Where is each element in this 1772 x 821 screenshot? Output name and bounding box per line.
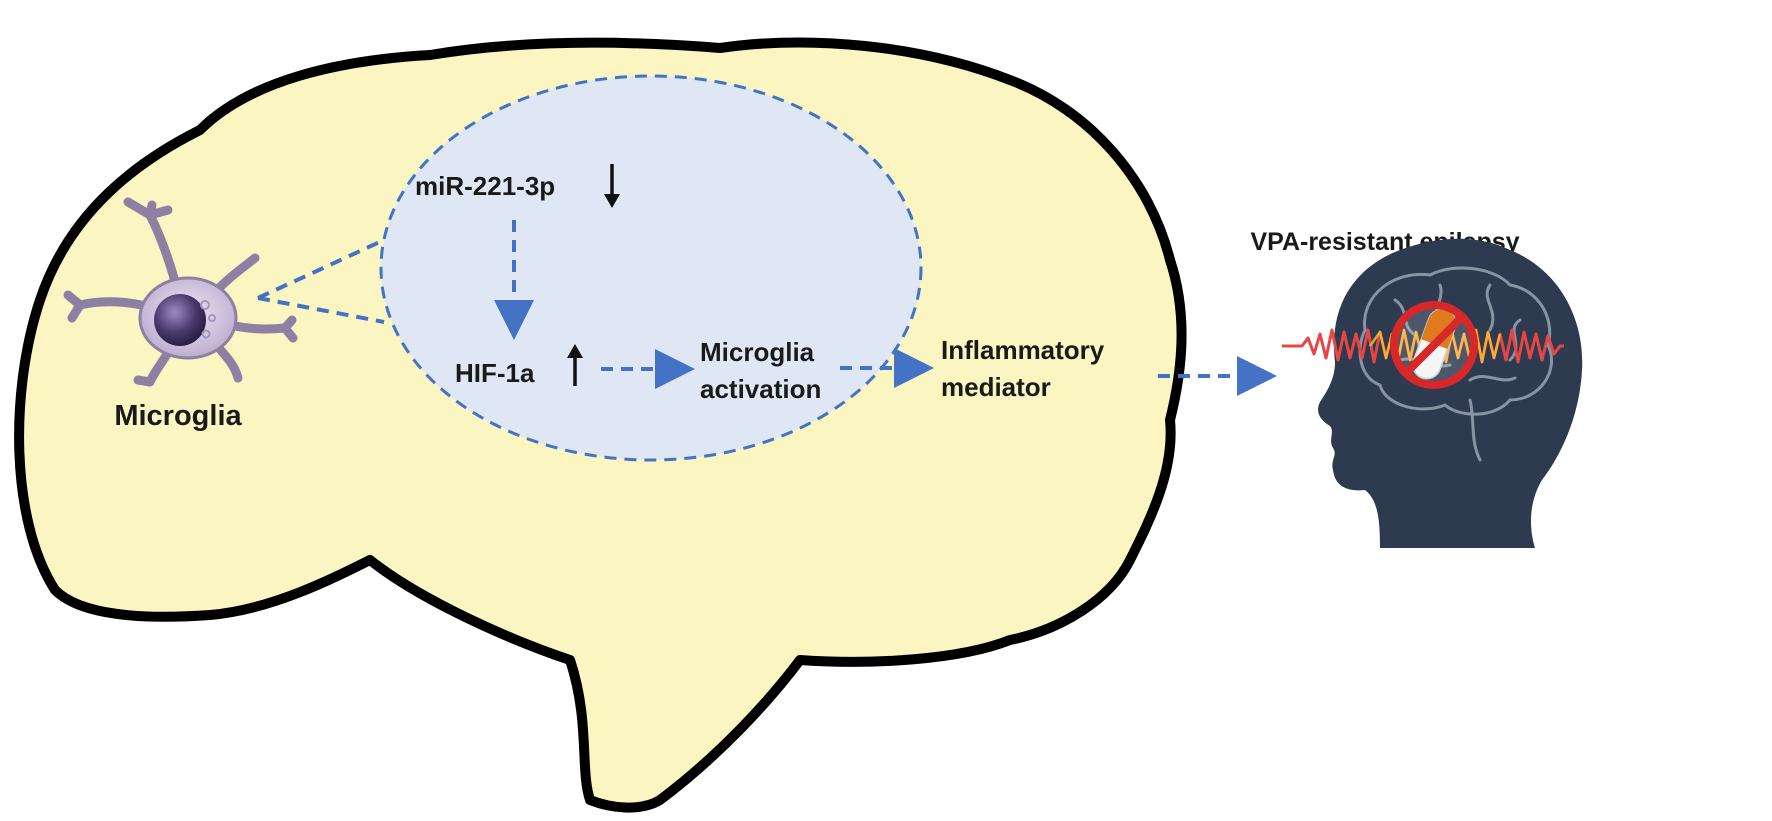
mediator-label-line1: Inflammatory [941,335,1105,365]
activation-label-line1: Microglia [700,337,815,367]
up-arrow-icon [567,344,583,386]
mediator-label-line2: mediator [941,372,1051,402]
signaling-ellipse [379,74,923,462]
microglia-cell-icon [63,197,298,387]
down-arrow-icon [604,164,620,208]
zoom-line-lower [257,296,385,324]
hif-label: HIF-1a [455,358,535,388]
head-silhouette-icon [1318,238,1583,548]
zoom-line-upper [257,238,385,300]
mirna-label: miR-221-3p [415,171,555,201]
microglia-label: Microglia [114,400,242,432]
activation-label-line2: activation [700,374,821,404]
no-drug-icon [1390,301,1478,389]
